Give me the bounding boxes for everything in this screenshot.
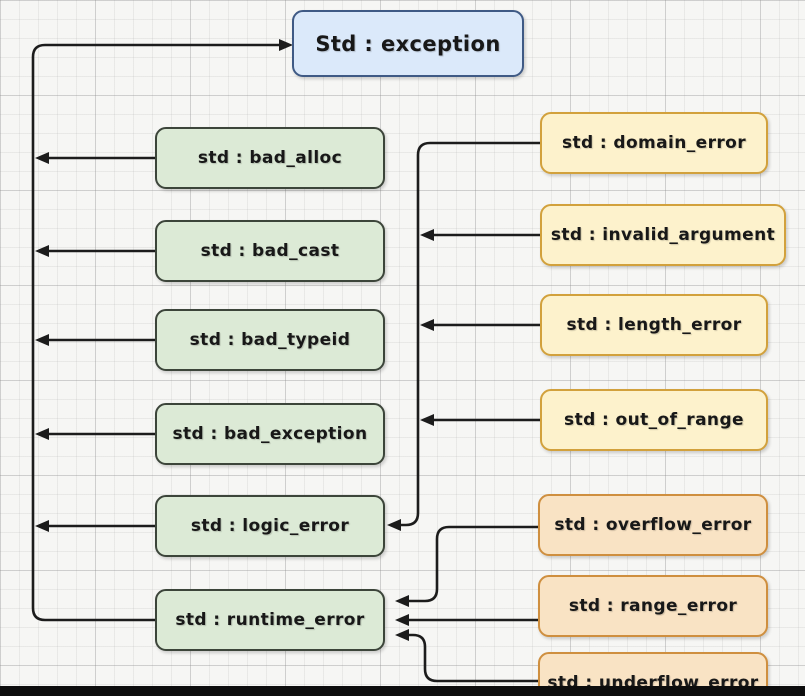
node-bad-exception: std : bad_exception — [155, 403, 385, 465]
node-bad-cast: std : bad_cast — [155, 220, 385, 282]
connector-runtime-to-exception — [31, 39, 293, 622]
connector-domain-to-logic — [387, 141, 540, 531]
node-bad-alloc: std : bad_alloc — [155, 127, 385, 189]
bottom-edge-bar — [0, 686, 805, 696]
node-overflow-error: std : overflow_error — [538, 494, 768, 556]
node-logic-error: std : logic_error — [155, 495, 385, 557]
node-range-error: std : range_error — [538, 575, 768, 637]
connector-underflow-error — [395, 629, 540, 683]
node-std-exception: Std : exception — [292, 10, 524, 77]
connector-overflow-error — [395, 525, 538, 607]
node-invalid-argument: std : invalid_argument — [540, 204, 786, 266]
node-length-error: std : length_error — [540, 294, 768, 356]
node-bad-typeid: std : bad_typeid — [155, 309, 385, 371]
node-domain-error: std : domain_error — [540, 112, 768, 174]
node-runtime-error: std : runtime_error — [155, 589, 385, 651]
node-out-of-range: std : out_of_range — [540, 389, 768, 451]
